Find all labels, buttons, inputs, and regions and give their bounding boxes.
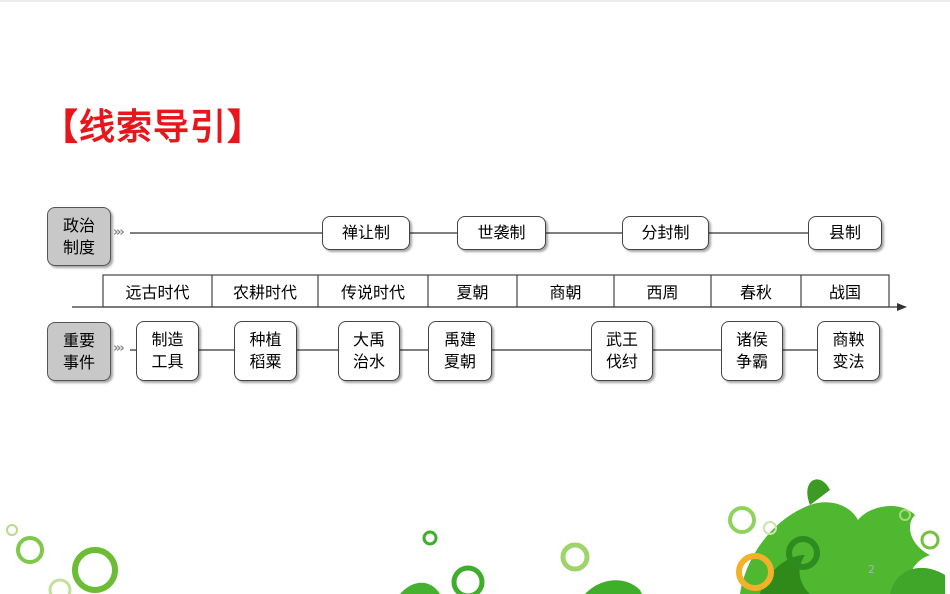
timeline-period: 农耕时代 [232,283,297,302]
politics-label: 政治 制度 [47,207,111,266]
events-label: 重要 事件 [47,322,111,381]
timeline-period: 西周 [646,283,679,302]
timeline-period: 夏朝 [456,283,489,302]
politics-item-xian: 县制 [808,216,882,250]
event-item: 商鞅 变法 [817,321,880,381]
event-item: 种植 稻粟 [234,321,297,381]
event-item: 禹建 夏朝 [428,321,492,381]
event-item: 大禹 治水 [338,321,400,381]
decoration-leaves [400,479,945,594]
timeline-period: 传说时代 [340,283,405,302]
event-item: 诸侯 争霸 [721,321,783,381]
politics-item-shixi: 世袭制 [457,216,546,250]
timeline-period: 商朝 [549,283,582,302]
politics-item-fenfeng: 分封制 [622,216,709,250]
page-title: 【线索导引】 [42,107,265,148]
timeline-period: 春秋 [739,283,772,302]
page-number: 2 [868,563,875,576]
chevron-arrows-icon: »› [113,225,125,240]
event-item: 制造 工具 [136,321,199,381]
timeline-period: 远古时代 [125,283,190,302]
chevron-arrows-icon: »› [113,341,125,356]
event-item: 武王 伐纣 [591,321,653,381]
politics-item-shanrang: 禅让制 [322,216,410,250]
timeline-period: 战国 [828,283,861,302]
decoration-rings [6,506,940,594]
